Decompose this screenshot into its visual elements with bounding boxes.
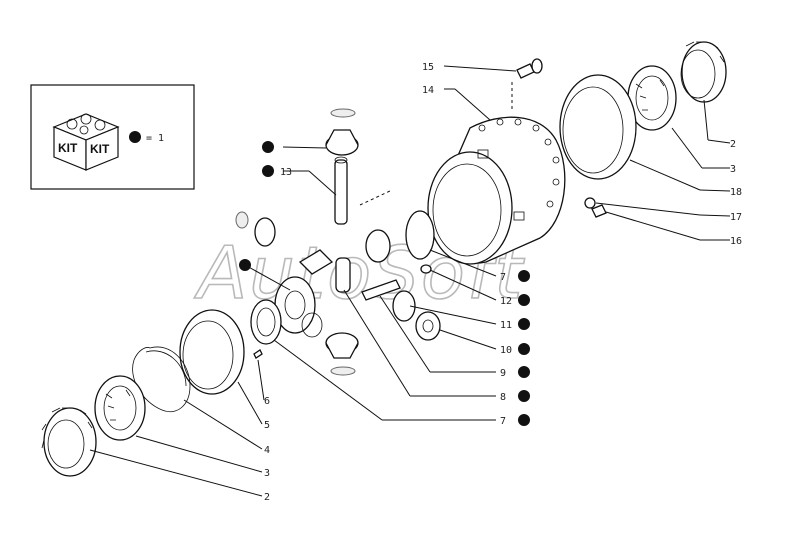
side-gear-left (274, 276, 323, 338)
label-3-top: 3 (730, 164, 736, 175)
label-5: 5 (264, 420, 270, 431)
label-10: 10 (500, 345, 512, 356)
label-7-bottom: 7 (500, 416, 506, 427)
differential-housing (427, 116, 566, 265)
label-14: 14 (422, 85, 434, 96)
kit-box-icon: KIT KIT (52, 113, 120, 171)
label-12: 12 (500, 296, 512, 307)
kit-bullet-icon (129, 131, 141, 143)
bolt (516, 58, 543, 79)
small-washer (415, 311, 441, 341)
plug-17 (584, 197, 596, 209)
pin-16 (591, 204, 607, 218)
kit-label-left: KIT (58, 141, 78, 155)
ring-nut-bottom (41, 407, 97, 477)
left-side-gear-small (235, 211, 276, 247)
kit-label-right: KIT (90, 142, 110, 156)
label-18: 18 (730, 187, 742, 198)
lower-pinion-gear (325, 332, 359, 376)
label-4: 4 (264, 445, 270, 456)
label-9: 9 (500, 368, 506, 379)
kit-equals-text: = 1 (146, 133, 164, 144)
label-11: 11 (500, 320, 512, 331)
shaft-pins (298, 249, 401, 301)
label-15: 15 (422, 62, 434, 73)
label-13: 13 (280, 167, 292, 178)
label-8: 8 (500, 392, 506, 403)
label-2-bottom: 2 (264, 492, 270, 503)
bearing-bottom (94, 375, 146, 441)
label-17: 17 (730, 212, 742, 223)
small-pin (420, 264, 432, 274)
leader-lines (89, 65, 731, 497)
thrust-washer (405, 210, 435, 260)
cross-shaft (334, 156, 348, 225)
pin-6 (253, 349, 263, 359)
label-6: 6 (264, 396, 270, 407)
upper-pinion-gear (325, 108, 359, 156)
kit-legend: KIT KIT = 1 (30, 84, 195, 190)
side-gear-right (365, 229, 416, 322)
label-3-bottom: 3 (264, 468, 270, 479)
callout-bullets (239, 141, 530, 426)
bearing-cup-bottom (179, 309, 245, 395)
snap-ring (132, 346, 191, 412)
washer-7 (250, 299, 282, 345)
bearing-cup-top (559, 74, 637, 180)
label-16: 16 (730, 236, 742, 247)
label-7-center: 7 (500, 272, 506, 283)
label-2-top: 2 (730, 139, 736, 150)
ring-nut-top (680, 41, 727, 103)
